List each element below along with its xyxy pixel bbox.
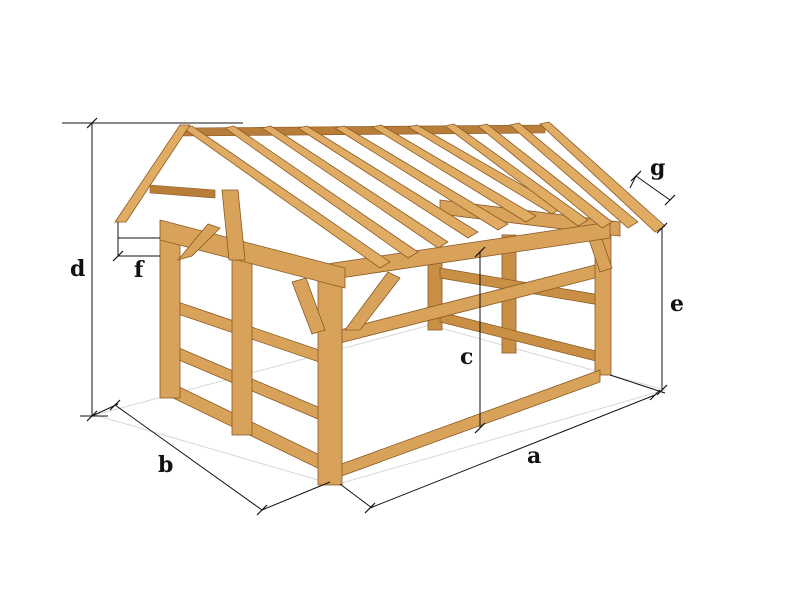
left-mid-post	[231, 249, 253, 436]
label-g: g	[650, 155, 665, 181]
front-brace	[291, 277, 326, 335]
left-outer-rafter	[114, 124, 191, 223]
left-king-post	[221, 189, 246, 261]
label-b: b	[158, 452, 173, 478]
front-corner-post	[317, 274, 343, 486]
label-a: a	[527, 443, 541, 469]
label-d: d	[70, 256, 85, 282]
dimension-b-line	[114, 404, 263, 511]
side-brace-left	[344, 271, 401, 331]
left-corner-post	[159, 237, 181, 399]
right-slope-rafters	[182, 121, 666, 269]
left-gable-rafters	[114, 124, 216, 223]
long-side-wall	[319, 221, 611, 483]
side-sill-beam	[324, 369, 601, 483]
label-f: f	[134, 257, 145, 283]
label-e: e	[670, 291, 684, 317]
dimension-a-line	[369, 394, 656, 509]
left-collar	[149, 184, 216, 199]
dimension-g-line	[635, 175, 671, 201]
label-c: c	[460, 344, 473, 370]
dimension-lines	[62, 117, 676, 516]
left-brace	[176, 223, 221, 261]
left-gable-frame	[159, 189, 346, 486]
